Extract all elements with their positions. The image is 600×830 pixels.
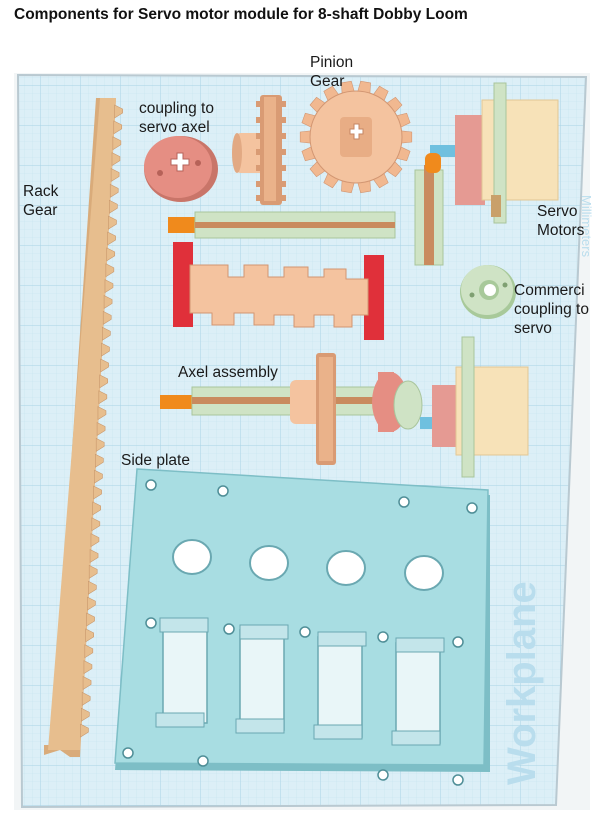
hub-gear bbox=[232, 95, 286, 205]
rack-gear bbox=[44, 98, 123, 757]
servo-motor-bottom bbox=[432, 336, 529, 478]
vertical-axel bbox=[414, 153, 444, 266]
rack-tooth bbox=[114, 104, 123, 119]
rack-tooth bbox=[109, 183, 119, 198]
label-axel-assembly: Axel assembly bbox=[178, 364, 278, 381]
rack-tooth bbox=[107, 231, 116, 246]
rack-tooth bbox=[81, 691, 91, 706]
units-watermark: Millimeters bbox=[579, 195, 594, 258]
rack-tooth bbox=[101, 342, 110, 357]
rack-tooth bbox=[99, 374, 109, 389]
rack-tooth bbox=[95, 453, 104, 468]
rack-tooth bbox=[110, 168, 120, 183]
rack-tooth bbox=[89, 549, 99, 564]
rack-tooth bbox=[95, 437, 105, 452]
servo-motor-top bbox=[430, 82, 559, 224]
rack-tooth bbox=[98, 390, 108, 405]
rack-tooth bbox=[92, 501, 102, 516]
rack-tooth bbox=[90, 533, 100, 548]
rack-tooth bbox=[88, 580, 97, 595]
rack-tooth bbox=[93, 485, 102, 500]
rack-tooth bbox=[102, 310, 112, 325]
rack-tooth bbox=[96, 422, 106, 437]
rack-tooth bbox=[113, 120, 123, 135]
rack-tooth bbox=[111, 152, 121, 167]
rack-tooth bbox=[108, 215, 117, 230]
side-plate-servo-slots bbox=[155, 617, 445, 746]
side-plate-screw-holes bbox=[122, 479, 478, 786]
rack-tooth bbox=[81, 707, 90, 722]
axel-assembly bbox=[160, 353, 450, 465]
workplane-scene: Workplane Millimeters bbox=[0, 45, 600, 825]
page-title: Components for Servo motor module for 8-… bbox=[14, 6, 468, 23]
rack-tooth bbox=[112, 136, 122, 151]
workplane-canvas: Workplane Millimeters bbox=[14, 73, 594, 810]
rack-tooth bbox=[104, 279, 114, 294]
label-side-plate: Side plate bbox=[121, 452, 190, 469]
side-plate-large-holes bbox=[172, 539, 444, 591]
rack-tooth bbox=[86, 612, 95, 627]
rack-tooth bbox=[97, 406, 107, 421]
rack-tooth bbox=[109, 199, 118, 214]
rack-tooth bbox=[82, 676, 92, 691]
rack-tooth bbox=[80, 723, 89, 738]
rack-tooth bbox=[103, 295, 113, 310]
cam-comb bbox=[173, 242, 384, 340]
horizontal-axel bbox=[168, 211, 396, 239]
rack-tooth bbox=[84, 644, 94, 659]
rack-tooth bbox=[94, 469, 103, 484]
rack-tooth bbox=[105, 263, 115, 278]
rack-tooth bbox=[88, 564, 98, 579]
rack-tooth bbox=[83, 660, 93, 675]
rack-tooth bbox=[87, 596, 96, 611]
side-plate bbox=[114, 468, 490, 786]
rack-tooth bbox=[102, 326, 111, 341]
rack-tooth bbox=[91, 517, 101, 532]
workplane-watermark: Workplane bbox=[500, 581, 544, 785]
commercial-coupling bbox=[460, 265, 516, 319]
rack-gear-teeth bbox=[80, 104, 123, 738]
servo-axel-coupling bbox=[144, 136, 218, 202]
rack-tooth bbox=[85, 628, 94, 643]
rack-tooth bbox=[106, 247, 116, 262]
rack-tooth bbox=[100, 358, 109, 373]
pinion-gear bbox=[299, 80, 413, 194]
